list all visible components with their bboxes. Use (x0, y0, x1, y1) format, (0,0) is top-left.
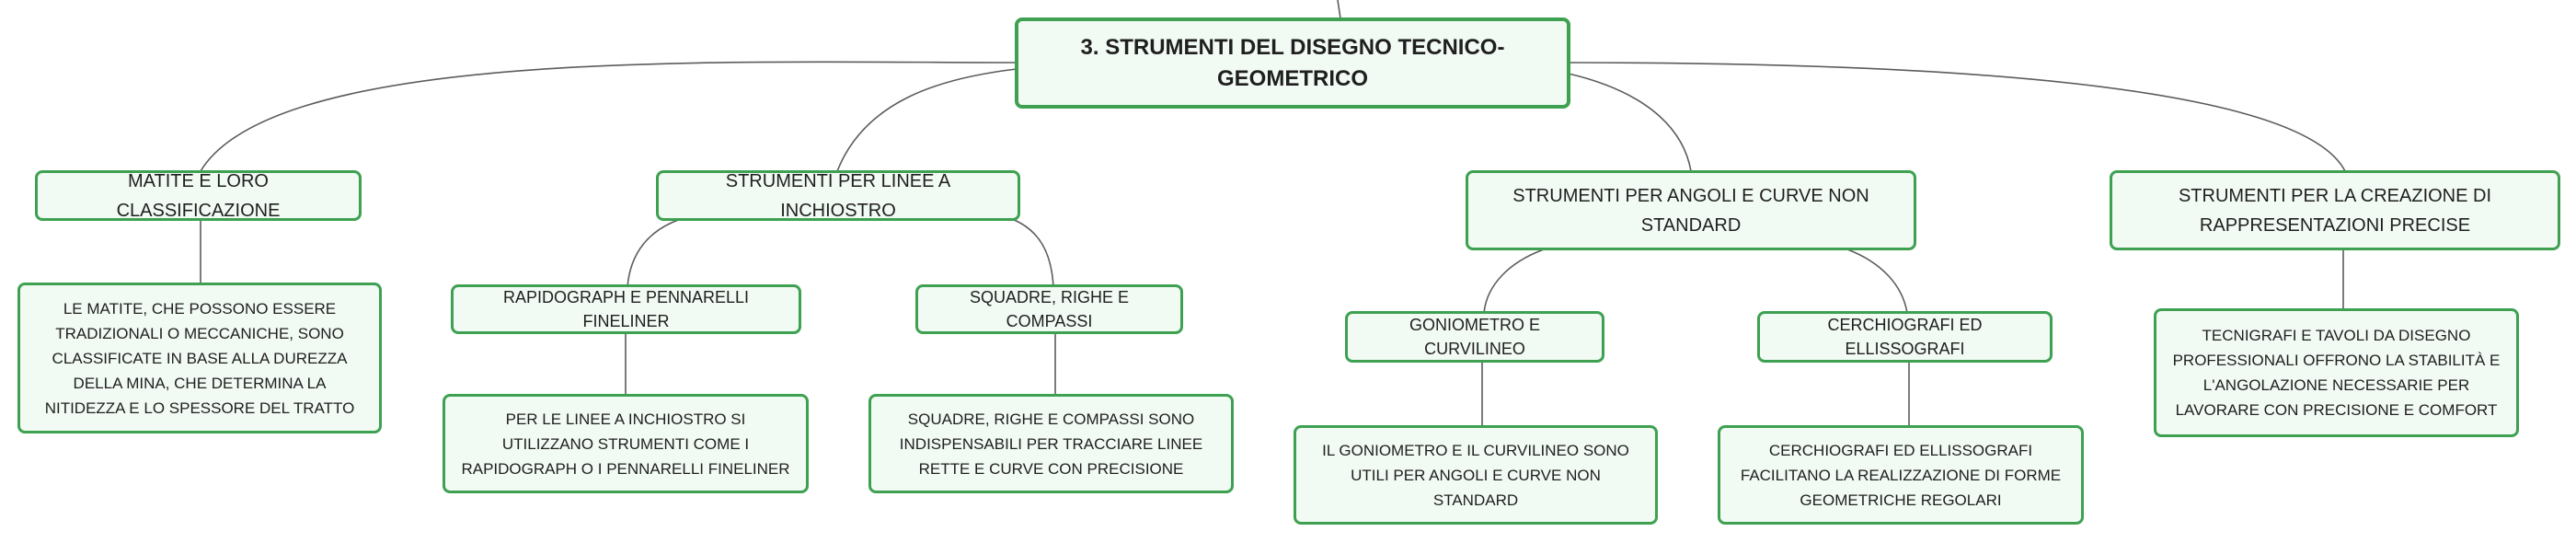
topic-cerchiografi-label: CERCHIOGRAFI ED ELLISSOGRAFI (1827, 316, 1983, 358)
connector-root-parent (1337, 0, 1341, 19)
connector-root-matite (200, 61, 1018, 172)
topic-inchiostro-label: STRUMENTI PER LINEE A INCHIOSTRO (725, 170, 951, 221)
topic-goniometro[interactable]: GONIOMETRO E CURVILINEO (1345, 311, 1604, 363)
topic-goniometro-label: GONIOMETRO E CURVILINEO (1409, 316, 1540, 358)
connector-inchiostro-squadre (1011, 218, 1054, 288)
connector-angoli-cerchiografi (1846, 248, 1908, 314)
topic-squadre[interactable]: SQUADRE, RIGHE E COMPASSI (915, 284, 1183, 334)
connector-angoli-goniometro (1483, 248, 1545, 314)
topic-rapidograph-label: RAPIDOGRAPH E PENNARELLI FINELINER (502, 288, 750, 330)
detail-squadre-text: SQUADRE, RIGHE E COMPASSI SONO INDISPENS… (899, 410, 1203, 478)
topic-cerchiografi[interactable]: CERCHIOGRAFI ED ELLISSOGRAFI (1757, 311, 2053, 363)
topic-squadre-label: SQUADRE, RIGHE E COMPASSI (969, 288, 1130, 330)
connector-root-inchiostro (836, 68, 1018, 172)
topic-angoli-label: STRUMENTI PER ANGOLI E CURVE NON STANDAR… (1512, 185, 1869, 236)
topic-precise[interactable]: STRUMENTI PER LA CREAZIONE DI RAPPRESENT… (2110, 170, 2560, 250)
detail-precise[interactable]: TECNIGRAFI E TAVOLI DA DISEGNO PROFESSIO… (2154, 308, 2519, 437)
detail-squadre[interactable]: SQUADRE, RIGHE E COMPASSI SONO INDISPENS… (868, 394, 1234, 493)
detail-goniometro-text: IL GONIOMETRO E IL CURVILINEO SONO UTILI… (1322, 441, 1629, 509)
connector-root-angoli (1568, 73, 1692, 172)
root-topic-label: 3. STRUMENTI DEL DISEGNO TECNICO-GEOMETR… (1080, 34, 1505, 91)
topic-matite[interactable]: MATITE E LORO CLASSIFICAZIONE (35, 170, 362, 221)
topic-inchiostro[interactable]: STRUMENTI PER LINEE A INCHIOSTRO (656, 170, 1020, 221)
detail-precise-text: TECNIGRAFI E TAVOLI DA DISEGNO PROFESSIO… (2172, 327, 2501, 419)
topic-angoli[interactable]: STRUMENTI PER ANGOLI E CURVE NON STANDAR… (1466, 170, 1916, 250)
topic-matite-label: MATITE E LORO CLASSIFICAZIONE (116, 170, 281, 221)
detail-rapidograph-text: PER LE LINEE A INCHIOSTRO SI UTILIZZANO … (461, 410, 790, 478)
connector-inchiostro-rapidograph (627, 218, 682, 288)
detail-matite[interactable]: LE MATITE, CHE POSSONO ESSERE TRADIZIONA… (17, 283, 382, 433)
topic-precise-label: STRUMENTI PER LA CREAZIONE DI RAPPRESENT… (2178, 185, 2492, 236)
detail-cerchiografi[interactable]: CERCHIOGRAFI ED ELLISSOGRAFI FACILITANO … (1718, 425, 2084, 525)
topic-rapidograph[interactable]: RAPIDOGRAPH E PENNARELLI FINELINER (451, 284, 801, 334)
connector-root-precise (1568, 62, 2346, 172)
detail-rapidograph[interactable]: PER LE LINEE A INCHIOSTRO SI UTILIZZANO … (443, 394, 809, 493)
detail-matite-text: LE MATITE, CHE POSSONO ESSERE TRADIZIONA… (44, 299, 355, 417)
detail-goniometro[interactable]: IL GONIOMETRO E IL CURVILINEO SONO UTILI… (1294, 425, 1658, 525)
root-topic[interactable]: 3. STRUMENTI DEL DISEGNO TECNICO-GEOMETR… (1015, 17, 1570, 109)
detail-cerchiografi-text: CERCHIOGRAFI ED ELLISSOGRAFI FACILITANO … (1740, 441, 2062, 509)
